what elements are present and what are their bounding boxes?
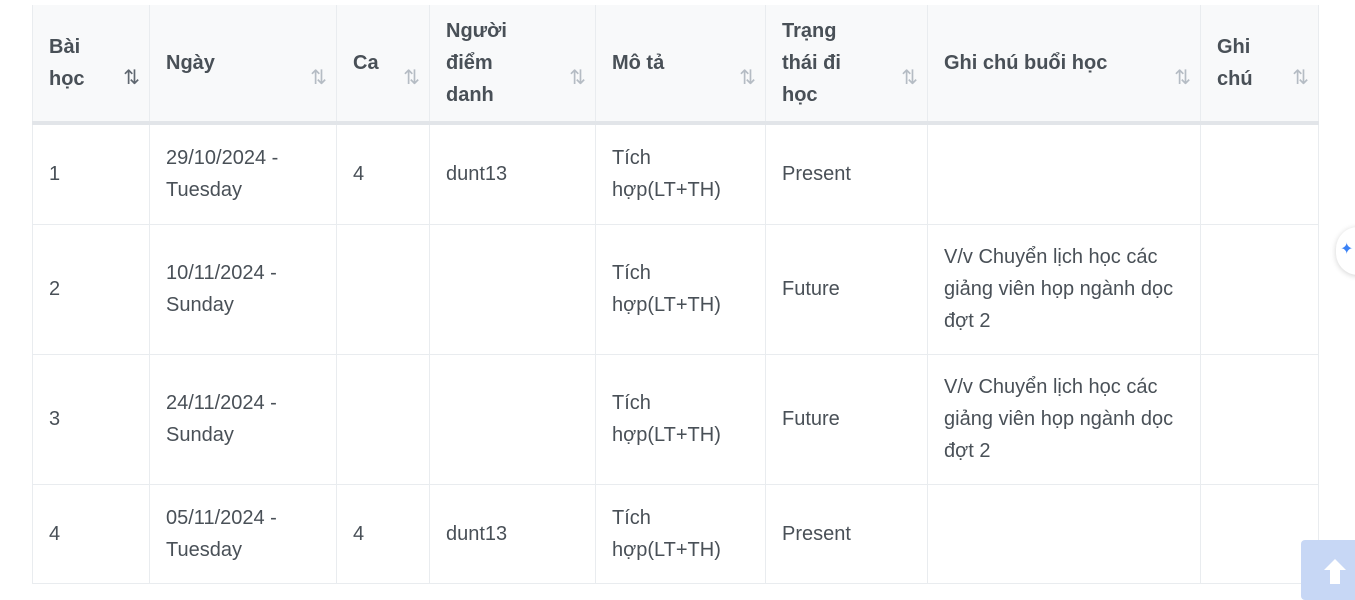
cell-attendance-taker: dunt13 [429,122,596,225]
cell-session-note [927,483,1201,584]
cell-status: Future [765,223,928,355]
table-row: 4 05/11/2024 - Tuesday 4 dunt13 Tích hợp… [32,483,1319,584]
column-header-label: Ghi chú buổi học [944,52,1108,74]
cell-description: Tích hợp(LT+TH) [595,353,766,485]
sort-arrows-icon[interactable]: ⇅ [123,67,140,89]
cell-lesson: 1 [32,122,150,225]
cell-date: 24/11/2024 - Sunday [149,353,337,485]
scroll-to-top-button[interactable] [1301,540,1355,600]
column-header-label: Bài học [49,36,85,90]
sort-arrows-icon[interactable]: ⇅ [901,67,918,89]
column-header-attendance-status[interactable]: Trạng thái đi học ⇅ [765,5,928,125]
cell-status: Future [765,353,928,485]
column-header-label: Người điểm danh [446,20,507,106]
cell-attendance-taker [429,223,596,355]
cell-note [1200,122,1319,225]
column-header-description[interactable]: Mô tả ⇅ [595,5,766,125]
sort-arrows-icon[interactable]: ⇅ [1174,67,1191,89]
cell-session-note: V/v Chuyển lịch học các giảng viên họp n… [927,223,1201,355]
cell-shift: 4 [336,483,430,584]
cell-date: 29/10/2024 - Tuesday [149,122,337,225]
table-header-row: Bài học ⇅ Ngày ⇅ Ca ⇅ Người điểm danh ⇅ … [32,5,1319,125]
cell-description: Tích hợp(LT+TH) [595,483,766,584]
sort-arrows-icon[interactable]: ⇅ [403,67,420,89]
cell-shift: 4 [336,122,430,225]
column-header-label: Trạng thái đi học [782,20,841,106]
column-header-label: Ghi chú [1217,36,1253,90]
side-assistant-widget[interactable]: ✦ [1336,227,1355,275]
cell-description: Tích hợp(LT+TH) [595,122,766,225]
cell-lesson: 4 [32,483,150,584]
cell-date: 10/11/2024 - Sunday [149,223,337,355]
column-header-label: Ngày [166,52,215,74]
column-header-label: Mô tả [612,52,665,74]
column-header-note[interactable]: Ghi chú ⇅ [1200,5,1319,125]
column-header-session-note[interactable]: Ghi chú buổi học ⇅ [927,5,1201,125]
cell-shift [336,223,430,355]
sort-arrows-icon[interactable]: ⇅ [1292,67,1309,89]
cell-session-note [927,122,1201,225]
column-header-lesson[interactable]: Bài học ⇅ [32,5,150,125]
attendance-table: Bài học ⇅ Ngày ⇅ Ca ⇅ Người điểm danh ⇅ … [32,5,1319,584]
cell-attendance-taker [429,353,596,485]
column-header-label: Ca [353,52,379,74]
table-row: 1 29/10/2024 - Tuesday 4 dunt13 Tích hợp… [32,122,1319,225]
arrow-up-icon [1324,559,1346,584]
cell-lesson: 2 [32,223,150,355]
sort-arrows-icon[interactable]: ⇅ [310,67,327,89]
column-header-date[interactable]: Ngày ⇅ [149,5,337,125]
cell-date: 05/11/2024 - Tuesday [149,483,337,584]
sort-arrows-icon[interactable]: ⇅ [739,67,756,89]
sparkle-icon: ✦ [1340,241,1354,258]
column-header-shift[interactable]: Ca ⇅ [336,5,430,125]
cell-attendance-taker: dunt13 [429,483,596,584]
cell-session-note: V/v Chuyển lịch học các giảng viên họp n… [927,353,1201,485]
column-header-attendance-taker[interactable]: Người điểm danh ⇅ [429,5,596,125]
cell-lesson: 3 [32,353,150,485]
table-row: 2 10/11/2024 - Sunday Tích hợp(LT+TH) Fu… [32,223,1319,355]
table-row: 3 24/11/2024 - Sunday Tích hợp(LT+TH) Fu… [32,353,1319,485]
cell-description: Tích hợp(LT+TH) [595,223,766,355]
sort-arrows-icon[interactable]: ⇅ [569,67,586,89]
cell-status: Present [765,122,928,225]
cell-status: Present [765,483,928,584]
cell-note [1200,223,1319,355]
cell-shift [336,353,430,485]
cell-note [1200,353,1319,485]
cell-note [1200,483,1319,584]
